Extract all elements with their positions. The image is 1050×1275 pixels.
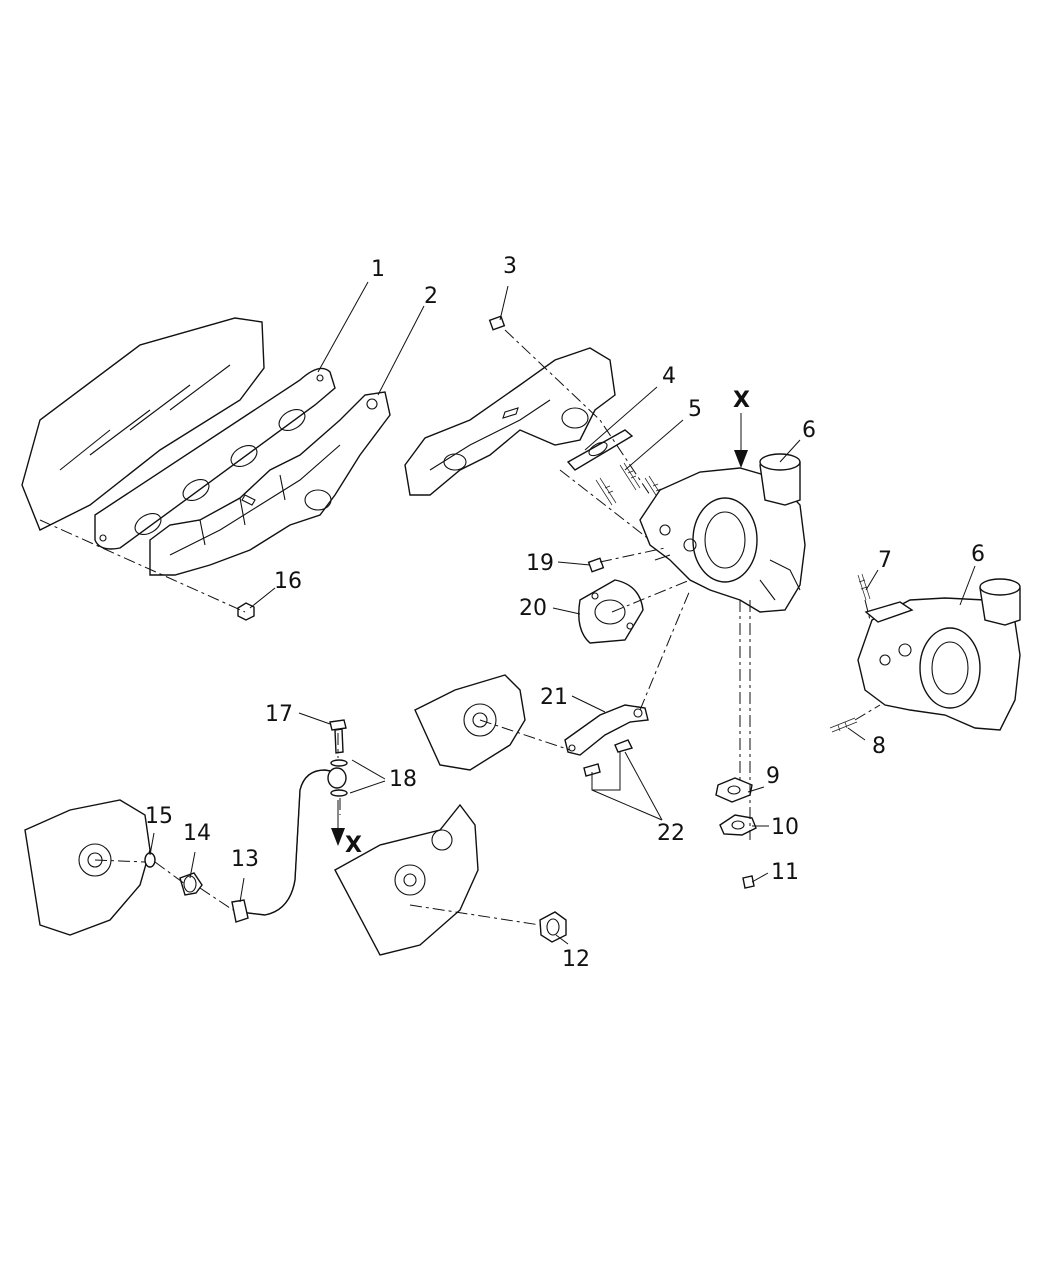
leader-lines [149,281,976,945]
engine-block-lower-left [24,799,151,936]
callout-9: 9 [766,764,780,789]
callout-19: 19 [526,551,554,576]
oil-return-line [604,814,757,934]
exhaust-manifold-right [404,347,616,496]
callout-3: 3 [503,254,517,279]
flange-gasket [578,579,644,644]
callout-7: 7 [878,548,892,573]
turbocharger-main [639,453,806,613]
callout-21: 21 [540,685,568,710]
stud-part-8 [829,717,858,733]
exhaust-manifold-left [149,391,391,576]
svg-text:X: X [733,388,750,413]
fitting-part-12 [539,911,567,943]
banjo-bolt-part-17 [329,719,347,754]
x-marker-bottom: X [331,800,362,858]
engine-block-middle [414,674,526,771]
callout-5: 5 [688,397,702,422]
callout-13: 13 [231,847,259,872]
nut-part-16 [237,602,255,621]
callout-10: 10 [771,815,799,840]
x-marker-top: X [733,388,750,468]
callout-14: 14 [183,821,211,846]
nut-part-3 [488,315,506,331]
engine-block-lower-center [334,803,479,956]
callout-11: 11 [771,860,799,885]
callout-6-main: 6 [802,418,816,443]
callout-2: 2 [424,284,438,309]
callout-17: 17 [265,702,293,727]
turbocharger-alternate [857,578,1021,731]
oil-feed-line [231,767,347,923]
callout-4: 4 [662,364,676,389]
alignment-lines [39,329,881,926]
fitting-part-14 [179,872,203,896]
exhaust-manifold-gasket [94,367,336,550]
callout-16: 16 [274,569,302,594]
callout-18: 18 [389,767,417,792]
washers-part-18 [330,759,348,797]
stud-part-7 [857,573,871,601]
callout-20: 20 [519,596,547,621]
callout-22: 22 [657,821,685,846]
callout-1: 1 [371,257,385,282]
turbo-inlet-gasket [566,429,634,471]
gasket-part-9 [715,777,753,803]
washer-part-15 [144,852,156,868]
nut-part-19 [587,557,605,573]
callout-labels: 1 2 3 4 5 6 6 7 8 9 10 11 12 13 14 15 16… [145,254,985,972]
callout-6-alt: 6 [971,542,985,567]
studs-part-5 [595,462,666,506]
svg-text:X: X [345,833,362,858]
cylinder-head-block [21,317,265,531]
callout-15: 15 [145,804,173,829]
callout-12: 12 [562,947,590,972]
callout-8: 8 [872,734,886,759]
bolts-part-22 [583,739,634,777]
turbo-support-bracket [564,704,649,756]
bolt-part-11 [742,875,755,889]
